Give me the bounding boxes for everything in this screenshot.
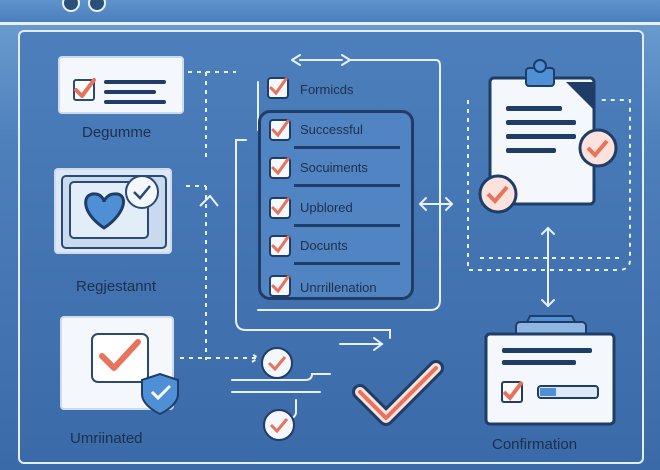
step-label: Unrrillenation: [300, 280, 377, 295]
check-icon: [269, 235, 291, 257]
label-regjestannt: Regjestannt: [76, 278, 157, 295]
check-icon: [269, 197, 291, 219]
confirmation-card-icon: [484, 315, 616, 426]
check-icon: [269, 119, 291, 141]
window-control-icon[interactable]: [88, 0, 106, 12]
label-degumme: Degumme: [82, 124, 152, 141]
large-check-icon: [352, 360, 444, 426]
heart-icon: [61, 175, 167, 249]
label-confirmation: Confirmation: [492, 436, 578, 453]
form-card-regjestannt[interactable]: [54, 168, 172, 254]
form-card-degumme[interactable]: [58, 56, 184, 114]
checkbox-icon: [73, 78, 166, 104]
step-line: [294, 262, 400, 265]
form-card-umriinated[interactable]: [60, 316, 179, 416]
circle-check-icon: [263, 409, 295, 441]
circle-check-icon: [261, 347, 293, 379]
step-label: Successful: [300, 122, 363, 137]
step-line: [294, 184, 400, 187]
step-label: Upblored: [300, 200, 353, 215]
window-top-bar: [0, 0, 660, 25]
check-icon: [269, 157, 291, 179]
step-label: Formicds: [300, 82, 354, 97]
document-icon: [478, 59, 618, 214]
step-line: [294, 224, 400, 227]
step-label: Socuiments: [300, 160, 368, 175]
check-shield-icon: [91, 333, 179, 416]
step-label: Docunts: [300, 238, 348, 253]
step-line: [294, 146, 400, 149]
window-control-icon[interactable]: [62, 0, 80, 12]
check-icon: [267, 77, 289, 99]
label-umriinated: Umriinated: [70, 430, 143, 447]
check-icon: [269, 275, 291, 297]
